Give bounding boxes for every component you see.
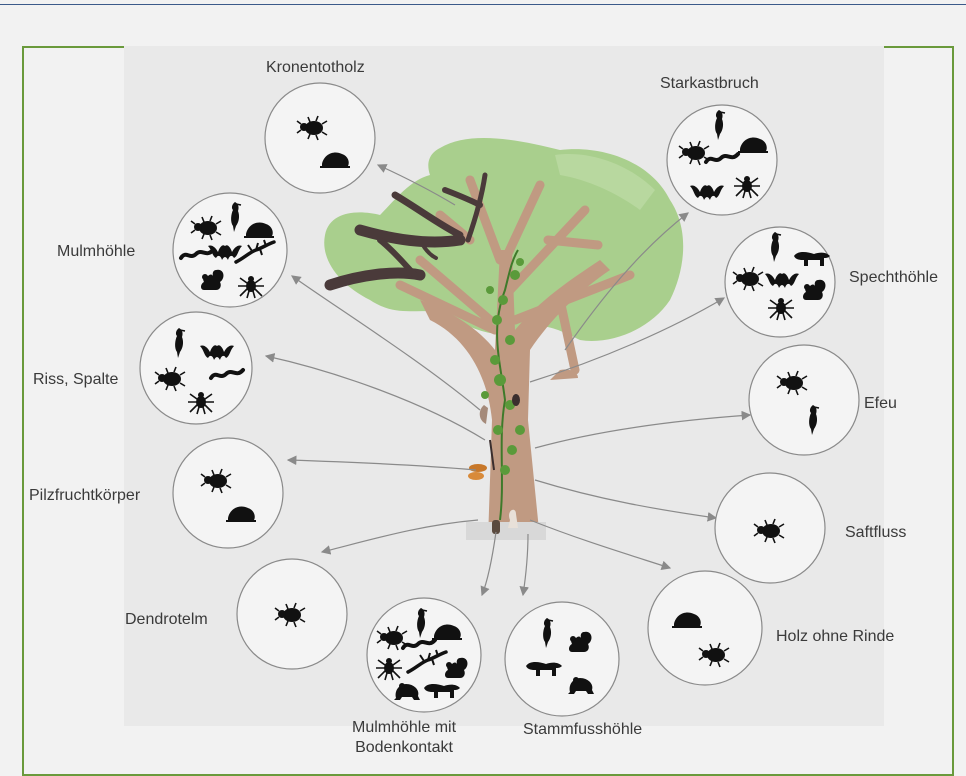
circle-mulmhoehle [172, 192, 288, 308]
circle-mulmhoehle-bodenkontakt [366, 597, 482, 713]
label-starkastbruch: Starkastbruch [660, 75, 759, 92]
label-mulmhoehle: Mulmhöhle [57, 243, 136, 260]
circle-pilzfruchtkoerper [172, 437, 284, 549]
label-mulmhoehle-bodenkontakt-line2: Bodenkontakt [355, 739, 453, 756]
ground-strip [466, 522, 546, 540]
label-stammfusshoehle: Stammfusshöhle [523, 721, 643, 738]
label-efeu: Efeu [864, 395, 897, 412]
circle-kronentotholz [264, 82, 376, 194]
label-pilzfruchtkoerper: Pilzfruchtkörper [29, 487, 141, 504]
circle-stammfusshoehle [504, 601, 620, 717]
circle-dendrotelm [236, 558, 348, 670]
ivy [481, 249, 525, 521]
label-mulmhoehle-bodenkontakt-line1: Mulmhöhle mit [351, 719, 457, 736]
circle-starkastbruch [666, 104, 778, 216]
label-spechthoehle: Spechthöhle [849, 269, 938, 286]
label-saftfluss: Saftfluss [845, 524, 907, 541]
deadwood-branches [324, 172, 488, 291]
label-kronentotholz: Kronentotholz [266, 59, 365, 76]
label-dendrotelm: Dendrotelm [125, 611, 208, 628]
circle-efeu [748, 344, 860, 456]
circle-saftfluss [714, 472, 826, 584]
circle-holz-ohne-rinde [647, 570, 763, 686]
arrows [264, 164, 752, 597]
label-riss-spalte: Riss, Spalte [33, 371, 119, 388]
label-holz-ohne-rinde: Holz ohne Rinde [776, 628, 895, 645]
top-rule [0, 4, 966, 5]
circle-riss-spalte [139, 311, 253, 425]
circle-spechthoehle [724, 226, 836, 338]
